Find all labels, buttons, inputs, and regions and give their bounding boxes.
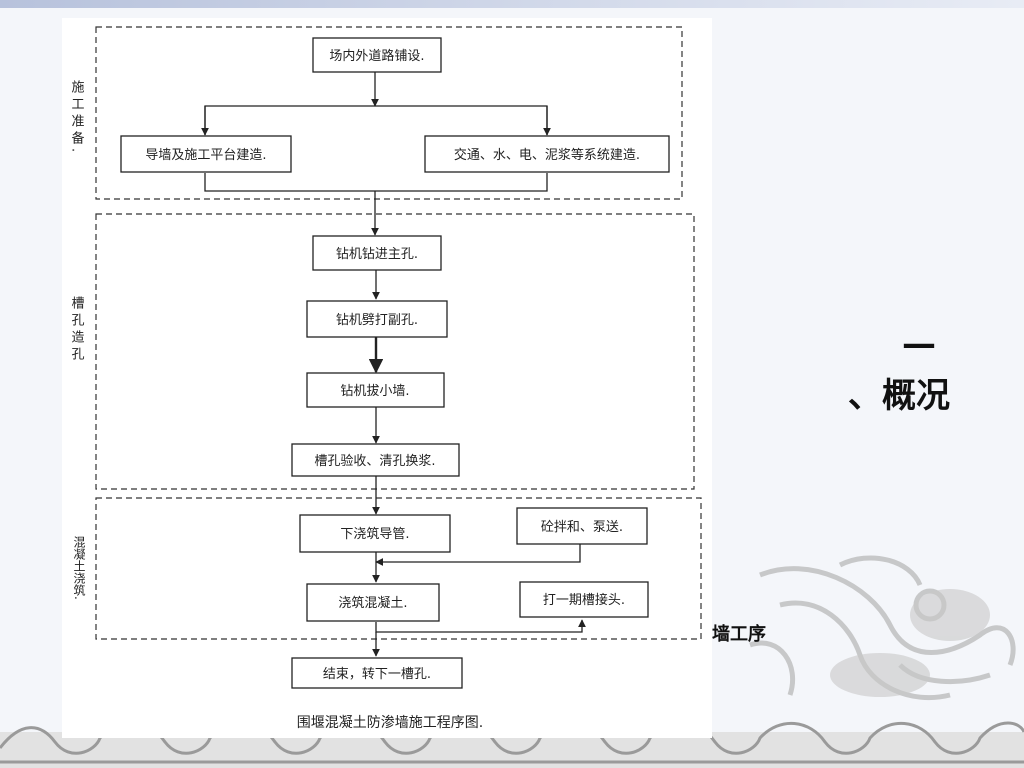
node-label: 导墙及施工平台建造. — [145, 148, 266, 163]
connector — [205, 106, 547, 135]
node-label: 钻机劈打副孔. — [336, 312, 418, 328]
node-label: 浇筑混凝土. — [338, 595, 407, 611]
section-label-pour: 混凝土浇筑. — [72, 536, 86, 600]
node-label: 结束，转下一槽孔. — [323, 667, 431, 682]
node-label: 钻机拔小墙. — [340, 384, 409, 399]
section-label-drill: 槽孔造孔 — [69, 296, 85, 364]
connector — [376, 620, 582, 632]
node-label: 打一期槽接头. — [543, 592, 625, 608]
node-label: 下浇筑导管. — [340, 526, 409, 542]
node-label: 交通、水、电、泥浆等系统建造. — [454, 147, 640, 163]
node-label: 砼拌和、泵送. — [541, 520, 623, 535]
section-label-prep: 施工准备. — [69, 80, 85, 156]
connector — [205, 173, 547, 191]
node-label: 钻机钻进主孔. — [336, 247, 418, 262]
node-label: 场内外道路铺设. — [329, 48, 424, 64]
diagram-caption: 围堰混凝土防渗墙施工程序图. — [297, 715, 483, 731]
node-label: 槽孔验收、清孔换浆. — [314, 453, 435, 469]
